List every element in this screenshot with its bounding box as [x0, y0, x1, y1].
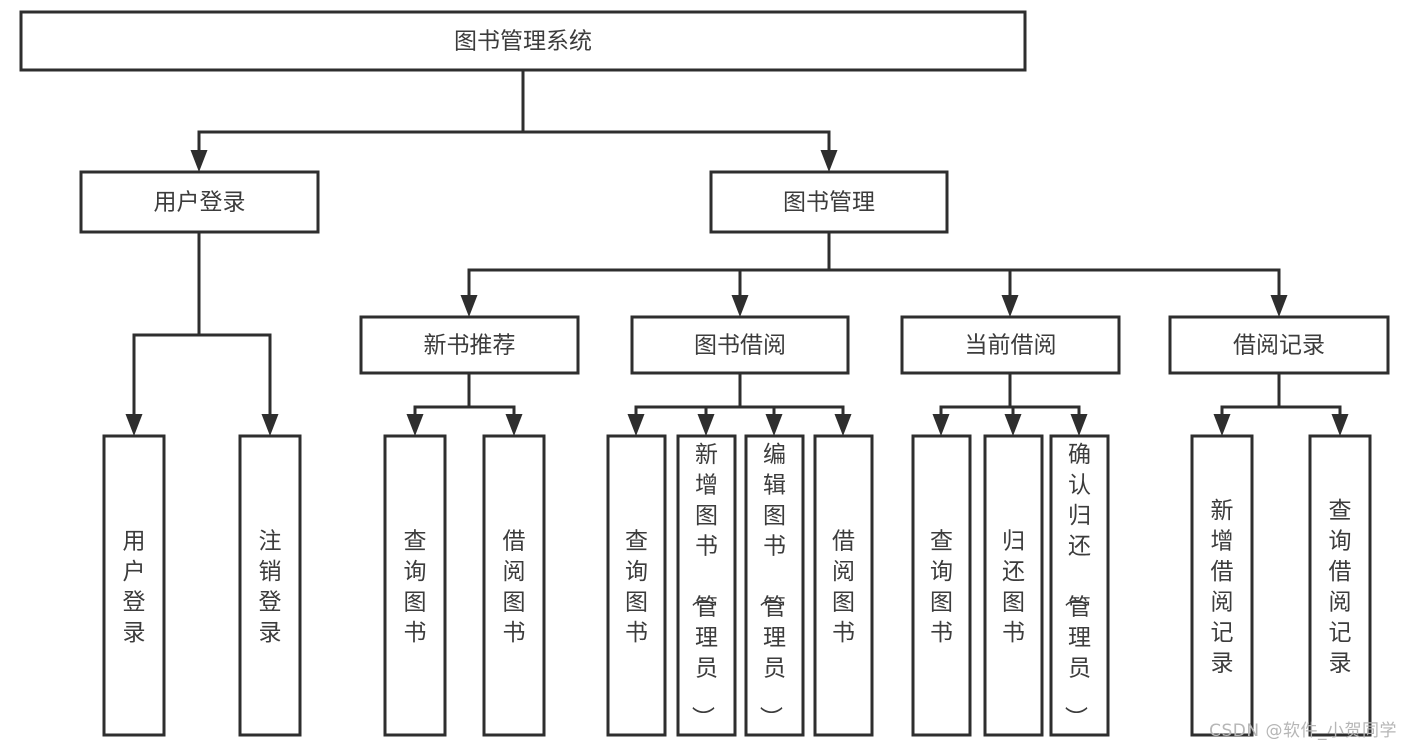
- node-leaf-borrow-book-1[interactable]: 借阅图书: [482, 434, 546, 737]
- node-leaf-query-book-3[interactable]: 查询图书: [911, 434, 972, 737]
- node-label-leaf-edit-book: 编辑图书（管理员）: [757, 442, 786, 729]
- node-label-leaf-query-book-1: 查询图书: [404, 528, 427, 646]
- node-leaf-query-borrow-record[interactable]: 查询借阅记录: [1308, 434, 1372, 737]
- node-label-leaf-query-book-3: 查询图书: [930, 528, 953, 646]
- node-leaf-borrow-book-2[interactable]: 借阅图书: [813, 434, 874, 737]
- node-leaf-confirm-return[interactable]: 确认归还（管理员）: [1049, 434, 1110, 737]
- node-box-leaf-add-book: [676, 434, 737, 737]
- node-box-user-login: [79, 170, 320, 234]
- node-box-book-management: [709, 170, 949, 234]
- node-box-root: [19, 10, 1027, 72]
- connector-bar-book-borrow: [634, 371, 845, 409]
- arrow-to-leaf-query-borrow-record: [1331, 405, 1349, 436]
- connector-bar-borrow-record: [1220, 371, 1342, 409]
- node-box-leaf-borrow-book-1: [482, 434, 546, 737]
- node-box-borrow-record: [1168, 315, 1390, 375]
- arrow-to-book-borrow: [731, 268, 749, 317]
- node-leaf-add-borrow-record[interactable]: 新增借阅记录: [1190, 434, 1254, 737]
- node-box-leaf-edit-book: [744, 434, 805, 737]
- node-box-leaf-logout: [238, 434, 302, 737]
- node-label-leaf-user-login: 用户登录: [123, 528, 146, 646]
- node-label-user-login: 用户登录: [154, 190, 246, 216]
- arrow-to-leaf-edit-book: [765, 405, 783, 436]
- arrow-to-leaf-logout: [261, 333, 279, 436]
- node-book-borrow[interactable]: 图书借阅: [630, 315, 850, 375]
- arrow-to-book-management: [820, 130, 838, 172]
- node-label-new-book-recommend: 新书推荐: [424, 333, 516, 359]
- node-label-root: 图书管理系统: [454, 29, 592, 55]
- node-label-leaf-logout: 注销登录: [259, 528, 282, 646]
- node-label-leaf-add-book: 新增图书（管理员）: [689, 442, 718, 729]
- arrow-to-leaf-borrow-book-2: [834, 405, 852, 436]
- arrow-to-user-login: [190, 130, 208, 172]
- node-box-leaf-borrow-book-2: [813, 434, 874, 737]
- arrow-to-borrow-record: [1270, 268, 1288, 317]
- arrow-to-leaf-query-book-3: [932, 405, 950, 436]
- node-label-leaf-borrow-book-2: 借阅图书: [832, 528, 855, 646]
- node-book-management[interactable]: 图书管理: [709, 170, 949, 234]
- node-new-book-recommend[interactable]: 新书推荐: [359, 315, 580, 375]
- node-label-leaf-borrow-book-1: 借阅图书: [503, 528, 526, 646]
- node-label-leaf-return-book: 归还图书: [1002, 528, 1025, 646]
- node-box-leaf-query-borrow-record: [1308, 434, 1372, 737]
- node-label-current-borrow: 当前借阅: [965, 333, 1057, 359]
- connector-bar-current-borrow: [939, 371, 1081, 409]
- node-box-leaf-query-book-1: [383, 434, 447, 737]
- node-label-leaf-query-book-2: 查询图书: [625, 528, 648, 646]
- node-label-leaf-confirm-return: 确认归还（管理员）: [1062, 442, 1091, 729]
- node-box-leaf-user-login: [102, 434, 166, 737]
- connector-bar-new-book: [413, 371, 516, 409]
- node-box-new-book-recommend: [359, 315, 580, 375]
- arrow-to-leaf-add-book: [697, 405, 715, 436]
- node-leaf-user-login[interactable]: 用户登录: [102, 434, 166, 737]
- node-box-leaf-return-book: [983, 434, 1044, 737]
- connector-bar-user-login: [132, 230, 272, 337]
- node-box-book-borrow: [630, 315, 850, 375]
- node-box-leaf-add-borrow-record: [1190, 434, 1254, 737]
- nodes-layer: 图书管理系统用户登录图书管理新书推荐图书借阅当前借阅借阅记录用户登录注销登录查询…: [19, 10, 1390, 737]
- node-leaf-query-book-1[interactable]: 查询图书: [383, 434, 447, 737]
- node-label-leaf-query-borrow-record: 查询借阅记录: [1329, 498, 1352, 677]
- arrow-to-leaf-return-book: [1004, 405, 1022, 436]
- node-label-book-management: 图书管理: [783, 190, 875, 216]
- node-leaf-return-book[interactable]: 归还图书: [983, 434, 1044, 737]
- arrow-to-leaf-confirm-return: [1070, 405, 1088, 436]
- arrow-to-leaf-add-borrow-record: [1213, 405, 1231, 436]
- arrow-to-new-book-recommend: [460, 268, 478, 317]
- node-label-book-borrow: 图书借阅: [694, 333, 786, 359]
- node-leaf-logout[interactable]: 注销登录: [238, 434, 302, 737]
- connector-bar-root: [197, 68, 831, 134]
- node-label-leaf-add-borrow-record: 新增借阅记录: [1211, 498, 1234, 677]
- node-root[interactable]: 图书管理系统: [19, 10, 1027, 72]
- arrow-to-leaf-query-book-1: [406, 405, 424, 436]
- node-user-login[interactable]: 用户登录: [79, 170, 320, 234]
- node-leaf-query-book-2[interactable]: 查询图书: [606, 434, 667, 737]
- node-box-leaf-confirm-return: [1049, 434, 1110, 737]
- watermark-label: CSDN @软件_小贺同学: [1209, 721, 1397, 741]
- node-box-leaf-query-book-2: [606, 434, 667, 737]
- node-borrow-record[interactable]: 借阅记录: [1168, 315, 1390, 375]
- node-leaf-edit-book[interactable]: 编辑图书（管理员）: [744, 434, 805, 737]
- arrow-to-leaf-borrow-book-1: [505, 405, 523, 436]
- node-box-leaf-query-book-3: [911, 434, 972, 737]
- node-current-borrow[interactable]: 当前借阅: [900, 315, 1121, 375]
- connector-bar-book-management: [467, 230, 1281, 272]
- arrow-to-leaf-query-book-2: [627, 405, 645, 436]
- arrow-to-leaf-user-login: [125, 333, 143, 436]
- arrow-to-current-borrow: [1001, 268, 1019, 317]
- node-label-borrow-record: 借阅记录: [1233, 333, 1325, 359]
- connectors-layer: [125, 68, 1349, 436]
- node-leaf-add-book[interactable]: 新增图书（管理员）: [676, 434, 737, 737]
- node-box-current-borrow: [900, 315, 1121, 375]
